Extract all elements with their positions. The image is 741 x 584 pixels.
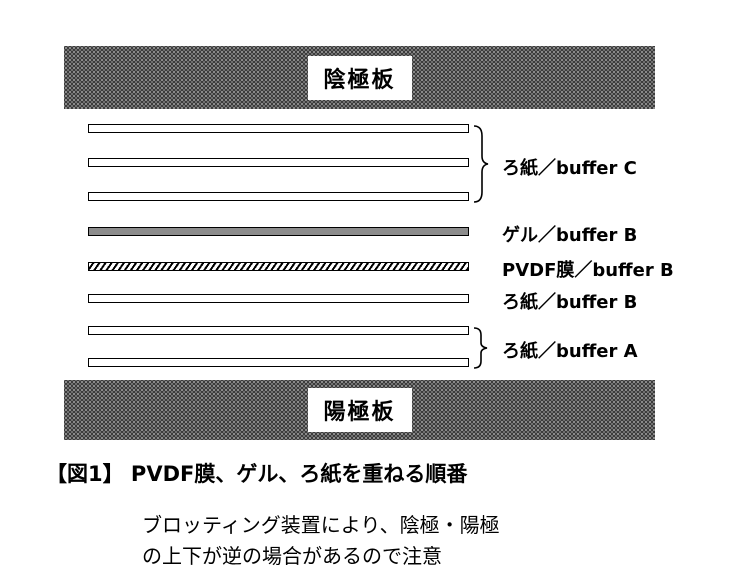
filter-paper-c-sheet-2 [88, 158, 469, 167]
pvdf-b-label: PVDF膜／buffer B [502, 260, 674, 281]
filter-paper-b-label: ろ紙／buffer B [502, 292, 638, 313]
pvdf-membrane-layer [88, 262, 469, 271]
filter-paper-a-sheet-1 [88, 326, 469, 335]
filter-paper-c-sheet-3 [88, 192, 469, 201]
filter-paper-b-sheet [88, 294, 469, 303]
gel-layer [88, 227, 469, 236]
filter-paper-a-sheet-2 [88, 358, 469, 367]
filter-paper-a-label: ろ紙／buffer A [502, 341, 638, 362]
note-line-1: ブロッティング装置により、陰極・陽極 [142, 513, 500, 537]
cathode-plate: 陰極板 [64, 46, 655, 109]
filter-paper-c-sheet-1 [88, 124, 469, 133]
note-line-2: の上下が逆の場合があるので注意 [142, 544, 442, 568]
cathode-plate-label: 陰極板 [307, 55, 412, 100]
gel-b-label: ゲル／buffer B [502, 225, 638, 246]
anode-plate-label: 陽極板 [307, 388, 412, 432]
anode-plate: 陽極板 [64, 380, 655, 440]
filter-paper-c-brace [473, 125, 489, 203]
filter-paper-c-label: ろ紙／buffer C [502, 158, 637, 179]
figure-caption: 【図1】 PVDF膜、ゲル、ろ紙を重ねる順番 [46, 462, 468, 486]
filter-paper-a-brace [473, 327, 488, 369]
